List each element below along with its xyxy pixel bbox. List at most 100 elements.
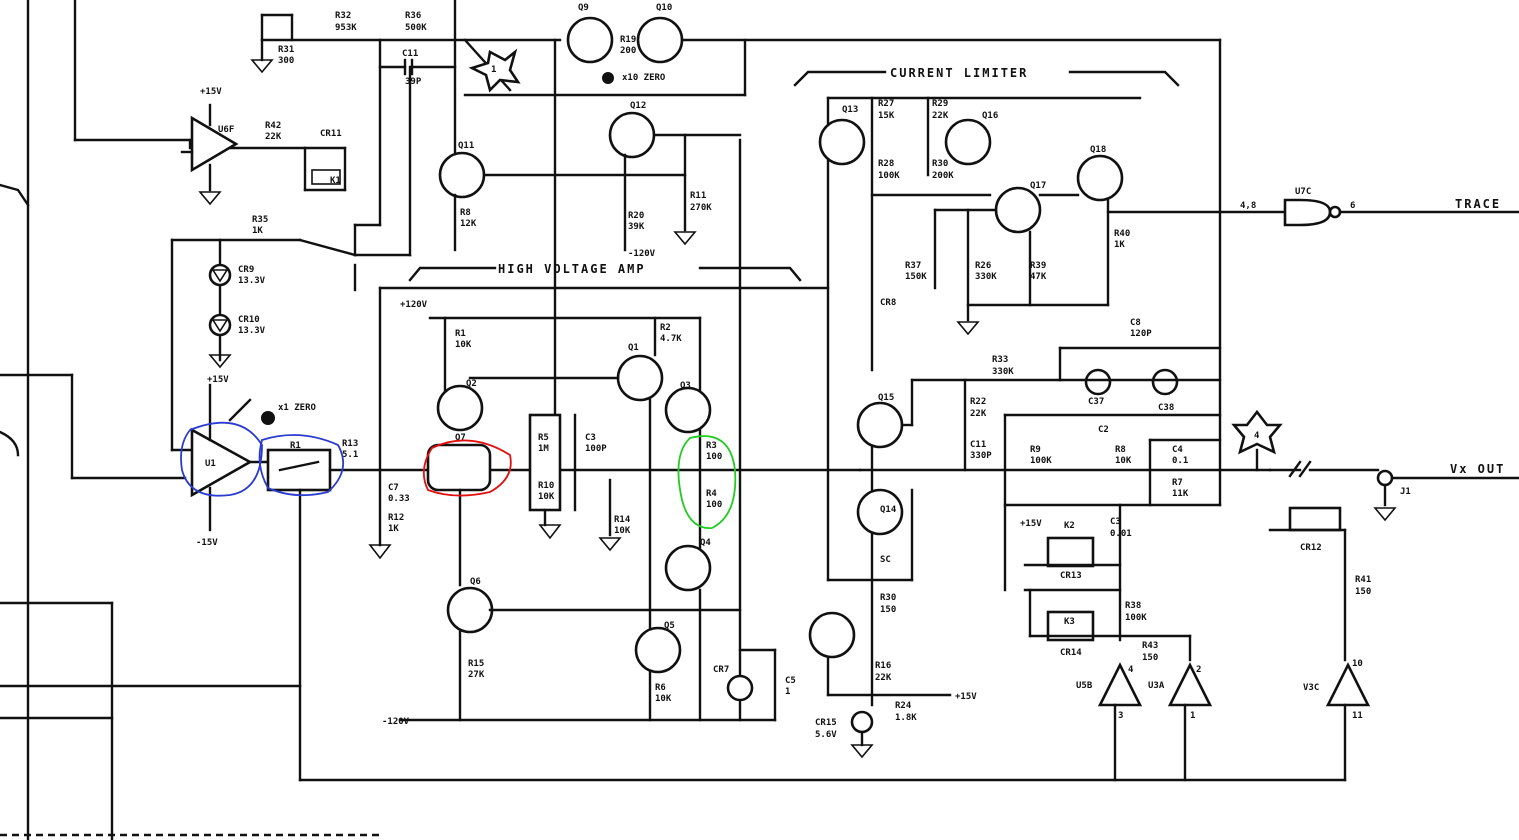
- label-r8: R8: [460, 208, 471, 218]
- label-r33: R33: [992, 355, 1008, 365]
- label-cr8: CR8: [880, 298, 896, 308]
- label-q4: Q4: [700, 538, 711, 548]
- label-q18: Q18: [1090, 145, 1106, 155]
- label-n1: 1: [1190, 711, 1195, 721]
- label-r1zero: R1: [290, 441, 301, 451]
- label-c11bv: 330P: [970, 451, 992, 461]
- label-r6: R6: [655, 683, 666, 693]
- label-r19: R19: [620, 35, 636, 45]
- label-r36v: 500K: [405, 23, 427, 33]
- label-u3a: U3A: [1148, 681, 1165, 691]
- current-limiter: [793, 70, 1519, 759]
- label-r16: R16: [875, 661, 891, 671]
- transistor-q11: [438, 151, 486, 199]
- label-c11: C11: [402, 49, 418, 59]
- label-r40: R40: [1114, 229, 1130, 239]
- label-r12: R12: [388, 513, 404, 523]
- label-r14: R14: [614, 515, 631, 525]
- label-r7v: 11K: [1172, 489, 1189, 499]
- connector-j1: [1376, 469, 1394, 487]
- label-r10v: 10K: [538, 492, 555, 502]
- label-r29v: 22K: [932, 111, 949, 121]
- label-r32v: 953K: [335, 23, 357, 33]
- label-p15d: +15V: [1020, 519, 1042, 529]
- label-r2v: 4.7K: [660, 334, 682, 344]
- label-c11b: C11: [970, 440, 986, 450]
- label-r15: R15: [468, 659, 484, 669]
- label-r22: R22: [970, 397, 986, 407]
- label-r20v: 39K: [628, 222, 645, 232]
- label-r41: R41: [1355, 575, 1371, 585]
- label-r11: R11: [690, 191, 706, 201]
- top-middle-stage: 1: [438, 16, 1222, 252]
- left-border-wires: [0, 0, 380, 840]
- label-v3c: V3C: [1303, 683, 1319, 693]
- label-c3: C3: [585, 433, 596, 443]
- label-cr9v: 13.3V: [238, 276, 266, 286]
- label-q16: Q16: [982, 111, 998, 121]
- label-r35: R35: [252, 215, 268, 225]
- label-m120b: -120V: [382, 717, 410, 727]
- label-c3b: C3: [1110, 517, 1121, 527]
- label-c2: C2: [1098, 425, 1109, 435]
- label-cr12: CR12: [1300, 543, 1322, 553]
- label-r35v: 1K: [252, 226, 263, 236]
- label-r20: R20: [628, 211, 644, 221]
- label-c4v: 0.1: [1172, 456, 1188, 466]
- label-cr13: CR13: [1060, 571, 1082, 581]
- output-signal-label: Vx OUT: [1450, 462, 1505, 476]
- label-u1: U1: [205, 459, 216, 469]
- label-r36: R36: [405, 11, 421, 21]
- label-cr14: CR14: [1060, 648, 1082, 658]
- label-r4v: 100: [706, 500, 722, 510]
- label-cr10v: 13.3V: [238, 326, 266, 336]
- label-r24: R24: [895, 701, 912, 711]
- label-r3: R3: [706, 441, 717, 451]
- label-r5v: 1M: [538, 444, 549, 454]
- label-q6: Q6: [470, 577, 481, 587]
- transistor-q13: [818, 118, 866, 166]
- label-cr15v: 5.6V: [815, 730, 837, 740]
- zener-cr9-cr10: [208, 263, 232, 369]
- label-c7v: 0.33: [388, 494, 410, 504]
- transistor-q15: [856, 401, 904, 449]
- svg-text:1: 1: [491, 65, 496, 75]
- u1-section: [190, 383, 382, 688]
- label-q9: Q9: [578, 3, 589, 13]
- label-c5: C5: [785, 676, 796, 686]
- title-high-voltage-amp: HIGH VOLTAGE AMP: [498, 262, 646, 276]
- label-r11v: 270K: [690, 203, 712, 213]
- label-r24v: 1.8K: [895, 713, 917, 723]
- transistor-q7: [426, 443, 492, 492]
- red-circle-q7: [422, 439, 512, 497]
- transistor-q4: [664, 544, 712, 592]
- label-r43: R43: [1142, 641, 1158, 651]
- relay-k1: [1288, 506, 1342, 532]
- label-r39: R39: [1030, 261, 1046, 271]
- label-r1: R1: [455, 329, 466, 339]
- label-c4: C4: [1172, 445, 1183, 455]
- label-r4: R4: [706, 489, 717, 499]
- transistor-q1: [616, 354, 664, 402]
- svg-text:4: 4: [1254, 431, 1260, 441]
- label-c38: C38: [1158, 403, 1174, 413]
- label-r30: R30: [932, 159, 948, 169]
- label-r3v: 100: [706, 452, 722, 462]
- label-r16v: 22K: [875, 673, 892, 683]
- label-r28v: 100K: [878, 171, 900, 181]
- trace-signal-label: TRACE: [1455, 197, 1501, 211]
- label-q15: Q15: [878, 393, 894, 403]
- gate-u5b: [1097, 662, 1143, 707]
- label-q14: Q14: [880, 505, 897, 515]
- label-k3: K3: [1064, 617, 1075, 627]
- transistor-q10: [636, 16, 684, 64]
- label-c3bv: 0.01: [1110, 529, 1132, 539]
- label-r37: R37: [905, 261, 921, 271]
- op-amp-u6f: [190, 115, 239, 173]
- label-q5: Q5: [664, 621, 675, 631]
- label-j1: J1: [1400, 487, 1411, 497]
- label-r1v: 10K: [455, 340, 472, 350]
- label-p120: +120V: [400, 300, 428, 310]
- blue-circle-u1: [180, 421, 263, 497]
